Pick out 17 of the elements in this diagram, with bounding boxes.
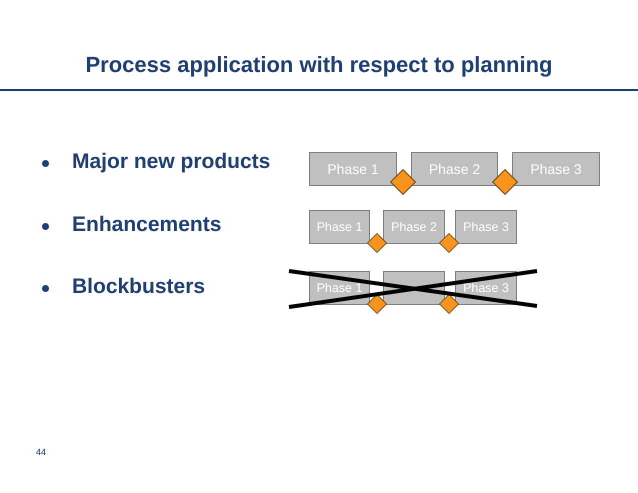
- phase-box: Phase 1: [309, 210, 370, 244]
- milestone-diamond: [492, 169, 518, 195]
- slide-title: Process application with respect to planning: [84, 52, 554, 78]
- phase-box: Phase 3: [455, 210, 517, 244]
- milestone-diamond: [367, 294, 387, 314]
- phase-box: Phase 1: [309, 152, 397, 186]
- bullet-item: Major new products: [72, 150, 270, 173]
- phase-box: Phase 2: [411, 152, 498, 186]
- page-number: 44: [36, 447, 46, 457]
- milestone-diamond: [439, 233, 459, 253]
- phase-box: Phase 2: [383, 210, 445, 244]
- bullet-item: Enhancements: [72, 213, 222, 236]
- milestone-diamond: [367, 233, 387, 253]
- milestone-diamond: [439, 294, 459, 314]
- phase-box: Phase 3: [512, 152, 600, 186]
- milestone-diamond: [390, 169, 416, 195]
- bullet-item: Blockbusters: [72, 275, 206, 298]
